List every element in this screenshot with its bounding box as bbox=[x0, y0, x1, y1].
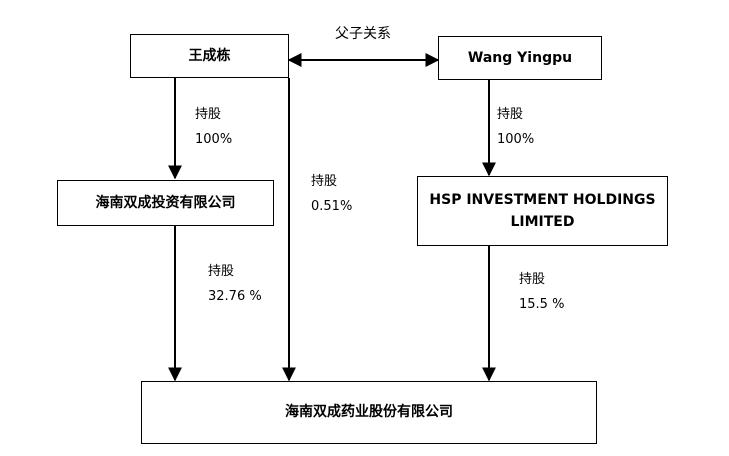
node-wang-yingpu: Wang Yingpu bbox=[438, 36, 602, 80]
edge-text: 持股 bbox=[497, 107, 524, 122]
node-wang-chengdong: 王成栋 bbox=[130, 34, 289, 78]
edge-label-yingpu-to-hsp: 持股 100% bbox=[497, 103, 534, 152]
edge-text: 持股 bbox=[208, 264, 235, 279]
edge-text: 持股 bbox=[195, 107, 222, 122]
node-hainan-pharma-label: 海南双成药业股份有限公司 bbox=[285, 404, 453, 421]
edge-label-investment-to-pharma: 持股 32.76 % bbox=[208, 260, 262, 309]
node-hsp-investment: HSP INVESTMENT HOLDINGS LIMITED bbox=[417, 176, 668, 246]
edge-label-wang-to-pharma: 持股 0.51% bbox=[311, 170, 352, 219]
node-wang-chengdong-label: 王成栋 bbox=[188, 47, 231, 64]
edge-text: 持股 bbox=[519, 272, 546, 287]
node-hsp-line2: LIMITED bbox=[510, 214, 575, 230]
father-son-label: 父子关系 bbox=[335, 26, 391, 42]
edge-percent: 0.51% bbox=[311, 198, 353, 214]
node-hainan-pharma: 海南双成药业股份有限公司 bbox=[141, 381, 597, 444]
node-hsp-line1: HSP INVESTMENT HOLDINGS bbox=[429, 191, 656, 208]
node-hainan-investment: 海南双成投资有限公司 bbox=[57, 180, 274, 226]
node-wang-yingpu-label: Wang Yingpu bbox=[467, 49, 573, 66]
edge-label-hsp-to-pharma: 持股 15.5 % bbox=[519, 268, 564, 317]
edge-percent: 15.5 % bbox=[519, 296, 565, 312]
edge-percent: 100% bbox=[195, 131, 233, 147]
edge-label-wang-to-investment: 持股 100% bbox=[195, 103, 232, 152]
edge-percent: 32.76 % bbox=[208, 288, 262, 304]
node-hainan-investment-label: 海南双成投资有限公司 bbox=[95, 194, 236, 211]
edge-percent: 100% bbox=[497, 131, 535, 147]
edge-text: 持股 bbox=[311, 174, 338, 189]
node-hsp-investment-text: HSP INVESTMENT HOLDINGS LIMITED bbox=[429, 189, 655, 234]
